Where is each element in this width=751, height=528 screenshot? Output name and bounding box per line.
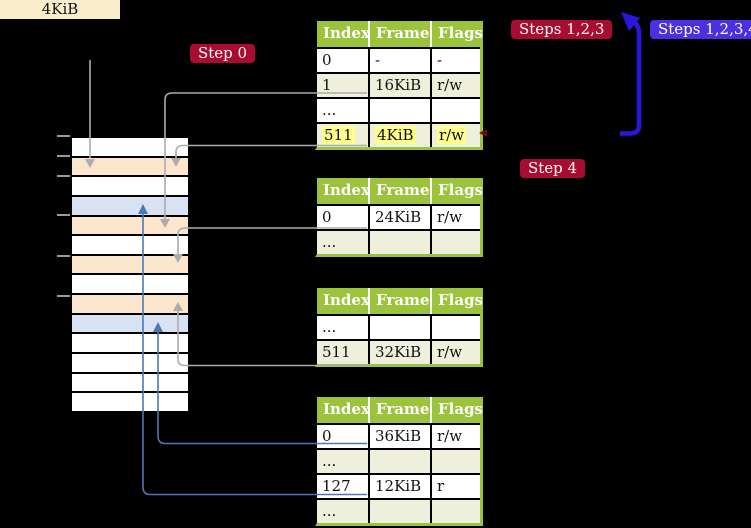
cell-index: 1 — [317, 74, 370, 97]
big-arrow-shaft — [620, 17, 642, 136]
cell-index: 0 — [317, 206, 370, 229]
cell-frame — [370, 231, 432, 254]
badge-step-0: Step 0 — [190, 44, 256, 63]
big-arrow-head — [621, 12, 640, 31]
memory-row-2 — [72, 157, 188, 178]
cell-index: ... — [317, 316, 370, 339]
page-table-level-1: Index Frame Flags 0 36KiB r/w ... 127 12… — [315, 397, 483, 526]
table-row: 511 32KiB r/w — [317, 339, 480, 364]
cell-flags — [432, 316, 480, 339]
cell-frame — [370, 500, 432, 523]
cell-flags: r/w — [432, 124, 480, 147]
header-index: Index — [317, 178, 370, 204]
table-header-row: Index Frame Flags — [317, 178, 483, 204]
cell-frame: 4KiB — [370, 124, 432, 147]
memory-row-8 — [72, 275, 188, 296]
cell-flags: - — [437, 51, 443, 69]
cell-index: 0 — [317, 425, 370, 448]
physical-memory-column — [70, 136, 190, 413]
cell-frame — [370, 450, 432, 473]
highlight: r/w — [437, 126, 467, 144]
header-index: Index — [317, 21, 370, 47]
page-size-label: 4KiB — [0, 0, 120, 19]
header-index: Index — [317, 397, 370, 423]
page-table-level-4: Index Frame Flags 0 - - 1 16KiB r/w ... … — [315, 21, 483, 150]
cell-index: ... — [317, 231, 370, 254]
table-row: ... — [317, 448, 480, 473]
memory-row-4 — [72, 196, 188, 217]
highlight: 511 — [322, 126, 355, 144]
header-flags: Flags — [438, 24, 483, 42]
cell-frame: 36KiB — [370, 425, 432, 448]
badge-steps-1-2-3-4: Steps 1,2,3,4 — [650, 20, 751, 39]
cell-flags: r/w — [437, 76, 463, 94]
table-row: 0 24KiB r/w — [317, 204, 480, 229]
page-table-level-2: Index Frame Flags ... 511 32KiB r/w — [315, 288, 483, 367]
table-header-row: Index Frame Flags — [317, 21, 483, 47]
page-table-level-3: Index Frame Flags 0 24KiB r/w ... — [315, 178, 483, 257]
table-row: 1 16KiB r/w — [317, 72, 480, 97]
memory-row-13 — [72, 373, 188, 394]
cell-flags — [432, 231, 480, 254]
table-header-row: Index Frame Flags — [317, 397, 483, 423]
table-row: ... — [317, 229, 480, 254]
memory-row-10 — [72, 314, 188, 335]
cell-index: 511 — [317, 341, 370, 364]
table-row: ... — [317, 314, 480, 339]
header-index: Index — [317, 288, 370, 314]
cell-index: ... — [317, 500, 370, 523]
table-header-row: Index Frame Flags — [317, 288, 483, 314]
cell-flags: r/w — [437, 208, 463, 226]
header-frame: Frame — [370, 178, 432, 204]
cell-frame: 12KiB — [370, 475, 432, 498]
header-frame: Frame — [370, 21, 432, 47]
memory-row-7 — [72, 255, 188, 276]
table-row: 0 - - — [317, 47, 480, 72]
cell-index: 127 — [317, 475, 370, 498]
cell-flags: r — [437, 477, 445, 495]
header-frame: Frame — [370, 397, 432, 423]
cell-frame: 24KiB — [370, 206, 432, 229]
memory-row-11 — [72, 334, 188, 355]
header-flags: Flags — [438, 181, 483, 199]
cell-frame: 16KiB — [370, 74, 432, 97]
memory-row-12 — [72, 354, 188, 374]
table-row: 0 36KiB r/w — [317, 423, 480, 448]
memory-row-6 — [72, 236, 188, 256]
memory-row-14 — [72, 393, 188, 411]
cell-flags — [432, 450, 480, 473]
cell-frame — [370, 99, 432, 122]
memory-tick-marks — [57, 135, 70, 297]
cell-index: ... — [317, 450, 370, 473]
memory-row-3 — [72, 177, 188, 197]
cell-flags — [432, 500, 480, 523]
cell-frame: - — [370, 49, 432, 72]
header-frame: Frame — [370, 288, 432, 314]
cell-flags: r/w — [437, 343, 463, 361]
table-row: ... — [317, 97, 480, 122]
badge-step-4: Step 4 — [520, 159, 586, 178]
badge-steps-1-2-3: Steps 1,2,3 — [511, 20, 613, 39]
cell-index: 511 — [317, 124, 370, 147]
table-row: ... — [317, 498, 480, 523]
cell-flags: r/w — [437, 427, 463, 445]
highlight: 4KiB — [375, 126, 416, 144]
big-steps-arrow — [620, 12, 642, 136]
header-flags: Flags — [438, 291, 483, 309]
memory-row-9 — [72, 295, 188, 315]
memory-row-1 — [72, 138, 188, 158]
header-flags: Flags — [438, 400, 483, 418]
memory-row-5 — [72, 216, 188, 237]
cell-flags — [432, 99, 480, 122]
cell-index: ... — [317, 99, 370, 122]
table-row-highlighted: 511 4KiB r/w — [317, 122, 480, 147]
table-row: 127 12KiB r — [317, 473, 480, 498]
cell-frame — [370, 316, 432, 339]
cell-index: 0 — [317, 49, 370, 72]
cell-frame: 32KiB — [370, 341, 432, 364]
